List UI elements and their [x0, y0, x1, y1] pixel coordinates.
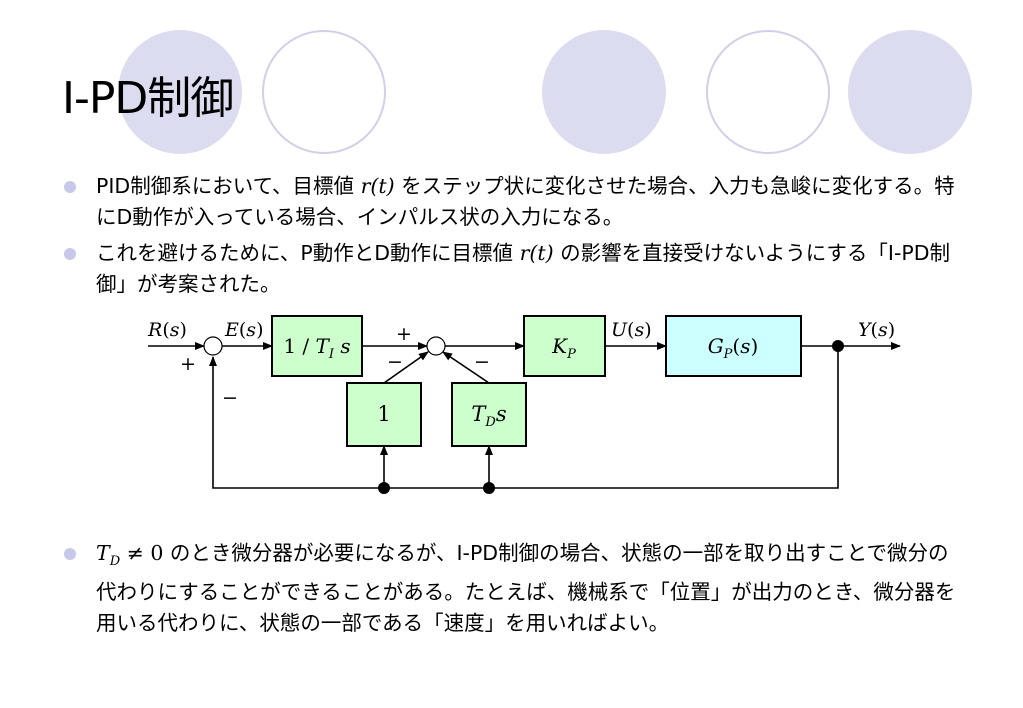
bullet-marker-3	[64, 548, 76, 560]
bullet-text-3: TD ≠ 0 のとき微分器が必要になるが、I-PD制御の場合、状態の一部を取り出…	[96, 538, 956, 639]
bullet-marker-2	[64, 248, 76, 260]
bullet-3-math: TD ≠ 0	[96, 541, 164, 570]
sign-minus-unity: −	[387, 351, 403, 373]
slide-title: I-PD制御	[62, 73, 234, 124]
derivative-to-sum2	[442, 351, 490, 384]
decor-circle-5	[848, 30, 972, 154]
bullet-3-post: のとき微分器が必要になるが、I-PD制御の場合、状態の一部を取り出すことで微分の…	[96, 541, 956, 636]
bullet-text-1: PID制御系において、目標値 r(t) をステップ状に変化させた場合、入力も急峻…	[96, 171, 956, 233]
derivative-block	[451, 382, 527, 447]
decor-circle-2	[262, 30, 386, 154]
feedback-path	[209, 346, 839, 489]
branch-point-derivative	[483, 482, 495, 494]
bullet-2-pre: これを避けるために、P動作とD動作に目標値	[96, 241, 520, 265]
plant-block-label: GP(s)	[708, 334, 759, 362]
bullet-marker-1	[64, 181, 76, 193]
summing-junction-1	[203, 336, 223, 356]
sign-plus-input: +	[180, 353, 196, 375]
unity-block-label: 1	[377, 402, 390, 426]
unity-block	[346, 382, 422, 447]
sign-minus-derivative: −	[474, 351, 490, 373]
bullet-1-post: をステップ状に変化させた場合、入力も急峻に変化する。特にD動作が入っている場合、…	[96, 174, 955, 229]
decor-circle-3	[542, 30, 666, 154]
sign-minus-feedback: −	[222, 387, 238, 409]
gain-block	[523, 315, 606, 377]
bullet-text-2: これを避けるために、P動作とD動作に目標値 r(t) の影響を直接受けないように…	[96, 238, 956, 300]
branch-point-unity	[378, 482, 390, 494]
sign-plus-integrator: +	[396, 323, 412, 345]
integrator-block-label: 1 / TI s	[283, 334, 350, 362]
integrator-block	[271, 315, 363, 377]
decor-circle-4	[706, 30, 830, 154]
control-signal-label: U(s)	[611, 319, 652, 341]
bullet-2-math: r(t)	[519, 241, 554, 265]
output-signal-label: Y(s)	[858, 319, 895, 341]
bullet-1-math: r(t)	[360, 174, 395, 198]
input-signal-label: R(s)	[147, 319, 187, 341]
summing-junction-2	[426, 336, 446, 356]
plant-block	[665, 315, 802, 377]
error-signal-label: E(s)	[224, 319, 263, 341]
derivative-block-label: TDs	[471, 402, 506, 430]
unity-to-sum2	[383, 351, 429, 384]
decor-circle-1	[118, 30, 242, 154]
bullet-1-pre: PID制御系において、目標値	[96, 174, 361, 198]
bullet-2-post: の影響を直接受けないようにする「I-PD制御」が考案された。	[96, 241, 951, 296]
branch-point-output	[832, 340, 844, 352]
gain-block-label: KP	[551, 334, 576, 362]
